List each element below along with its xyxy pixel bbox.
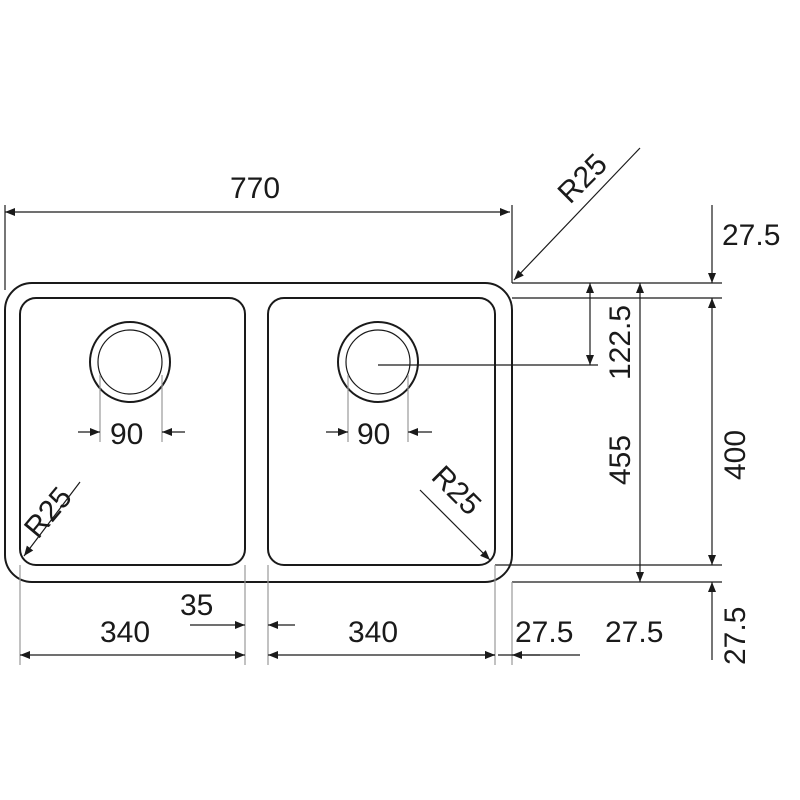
right-flange-b-label: 27.5 xyxy=(605,616,663,649)
drain-offset-label: 122.5 xyxy=(604,305,637,380)
bottom-flange-label: 27.5 xyxy=(719,607,752,665)
sink-outer-outline xyxy=(4,282,513,583)
left-bowl xyxy=(19,297,246,566)
right-bowl-width-label: 340 xyxy=(348,616,398,649)
left-drain xyxy=(89,321,171,403)
overall-depth-label: 455 xyxy=(604,435,637,485)
right-flange-a-label: 27.5 xyxy=(515,616,573,649)
right-bowl xyxy=(267,297,496,566)
left-bowl-width-label: 340 xyxy=(100,616,150,649)
left-bowl-radius-label: R25 xyxy=(18,481,79,544)
divider-width-label: 35 xyxy=(180,589,213,622)
right-bowl-radius-label: R25 xyxy=(425,460,487,522)
outer-radius-label: R25 xyxy=(552,148,614,210)
top-flange-label: 27.5 xyxy=(722,219,780,252)
inner-height-label: 400 xyxy=(719,430,752,480)
overall-width-label: 770 xyxy=(230,172,280,205)
right-drain xyxy=(337,321,419,403)
right-drain-diameter-label: 90 xyxy=(357,418,390,451)
left-drain-diameter-label: 90 xyxy=(110,418,143,451)
